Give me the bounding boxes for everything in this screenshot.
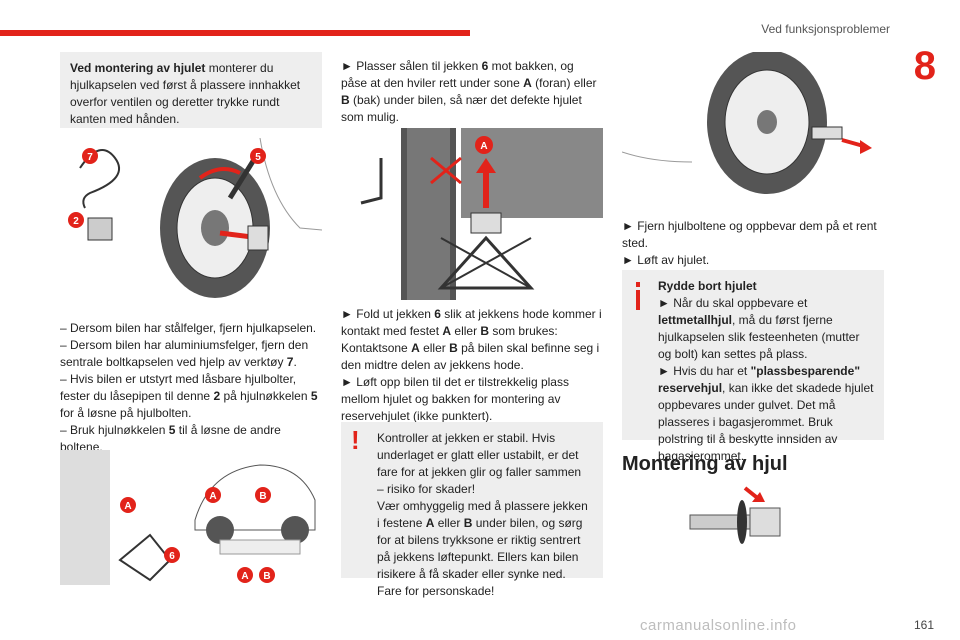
label-7: 7 — [87, 152, 93, 163]
instruction-line: – Dersom bilen har aluminiumsfelger, fje… — [60, 338, 309, 369]
section-title: Ved funksjonsproblemer — [761, 22, 890, 36]
jack-unfold-text: ► Fold ut jekken 6 slik at jekkens hode … — [341, 307, 602, 423]
wheel-cap-removal-illustration: 7 5 2 — [60, 138, 322, 298]
info-icon — [636, 282, 640, 310]
jack-placement-text: ► Plasser sålen til jekken 6 mot bakken,… — [341, 59, 597, 124]
instruction-line: – Dersom bilen har stålfelger, fjern hju… — [60, 321, 317, 335]
label-A: A — [241, 571, 248, 582]
mounting-note-bold: Ved montering av hjulet — [70, 61, 206, 75]
mounting-note-box: Ved montering av hjulet monterer du hjul… — [60, 52, 322, 128]
section-heading: Montering av hjul — [622, 453, 788, 475]
watermark: carmanualsonline.info — [640, 617, 797, 634]
page-number: 161 — [913, 618, 934, 632]
label-A: A — [480, 141, 487, 152]
jack-contact-illustration: A — [341, 128, 603, 300]
mounting-note-text: monterer du hjulkapselen ved først å pla… — [70, 61, 301, 126]
warning-icon: ! — [351, 425, 360, 455]
label-6: 6 — [169, 551, 175, 562]
label-B: B — [259, 491, 266, 502]
label-badge — [250, 148, 266, 164]
chapter-number: 8 — [913, 44, 936, 88]
bolt-removal-illustration — [622, 52, 884, 202]
label-badge — [68, 212, 84, 228]
label-A: A — [124, 501, 131, 512]
warning-box: ! Kontroller at jekken er stabil. Hvis u… — [341, 422, 603, 598]
bolt-illustration — [680, 480, 800, 580]
top-accent-bar — [0, 30, 470, 36]
jack-position-illustration: A A B 6 A B — [60, 450, 322, 585]
info-box: Rydde bort hjulet ► Når du skal oppbevar… — [622, 270, 884, 463]
instruction-line: – Bruk hjulnøkkelen 5 til å løsne de and… — [60, 423, 281, 454]
label-A: A — [209, 491, 216, 502]
label-B: B — [263, 571, 270, 582]
wheel-bolt-instructions: – Dersom bilen har stålfelger, fjern hju… — [60, 320, 322, 456]
label-2: 2 — [73, 216, 79, 227]
remove-bolts-text: ► Fjern hjulboltene og oppbevar dem på e… — [622, 219, 877, 267]
label-badge — [82, 148, 98, 164]
instruction-line: – Hvis bilen er utstyrt med låsbare hjul… — [60, 372, 318, 420]
label-5: 5 — [255, 152, 261, 163]
